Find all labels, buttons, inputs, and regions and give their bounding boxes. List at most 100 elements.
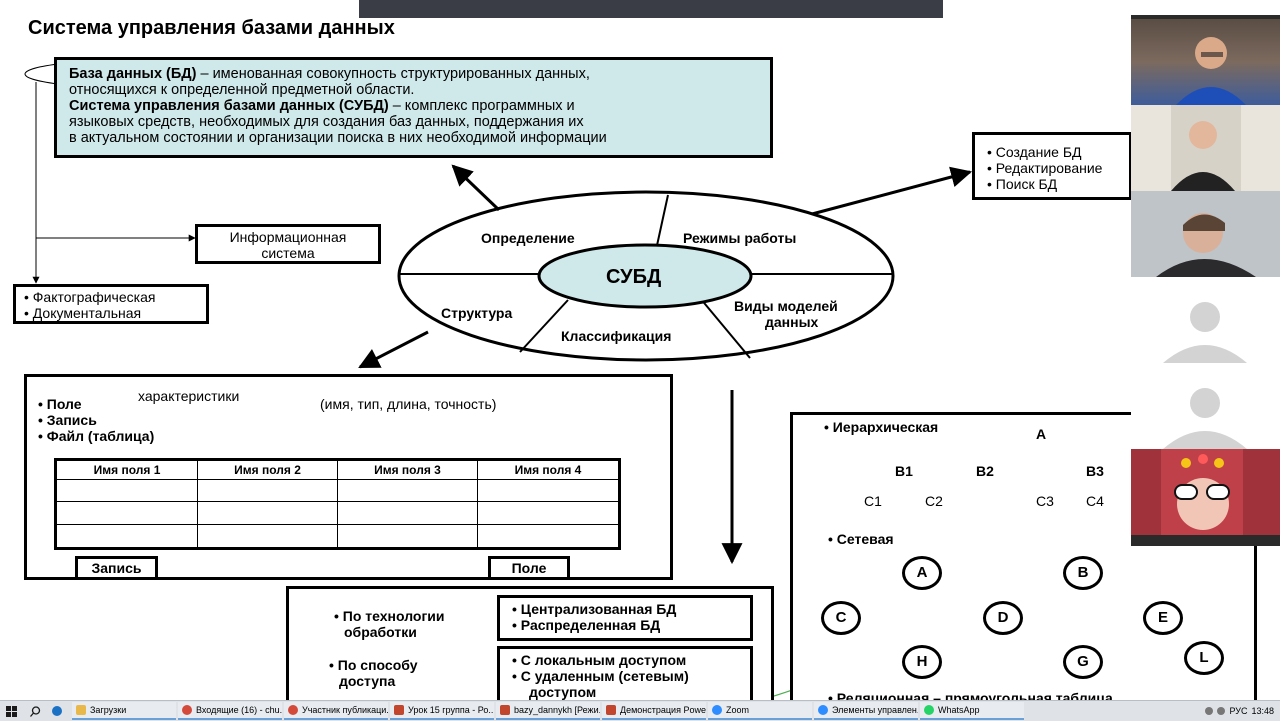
taskbar-app[interactable]: Загрузки	[72, 702, 176, 720]
participant-4-video[interactable]	[1131, 277, 1280, 363]
model-network: • Сетевая	[828, 531, 894, 547]
dbms-definition-1: – комплекс программных и	[388, 98, 575, 114]
taskbar-app-label: Демонстрация Powe...	[620, 705, 706, 715]
taskbar-app[interactable]: Элементы управлен...	[814, 702, 918, 720]
sector-structure: Структура	[441, 305, 513, 321]
volume-icon	[1217, 707, 1226, 715]
model-hierarchical: • Иерархическая	[824, 419, 939, 435]
avatar-icon	[1163, 302, 1247, 363]
network-node-h: H	[902, 645, 942, 679]
access-remote: • С удаленным (сетевым)	[512, 668, 689, 684]
info-type-factual: • Фактографическая	[24, 289, 156, 305]
clock[interactable]: 13:48	[1251, 706, 1274, 716]
participant-1-video[interactable]	[1131, 19, 1280, 105]
table-header-row: Имя поля 1 Имя поля 2 Имя поля 3 Имя пол…	[54, 459, 621, 480]
taskbar-app[interactable]: bazy_dannykh [Режи...	[496, 702, 600, 720]
field-label: Поле	[511, 560, 547, 576]
sector-classification: Классификация	[561, 328, 672, 344]
network-node-d: D	[983, 601, 1023, 635]
taskbar-app[interactable]: WhatsApp	[920, 702, 1024, 720]
info-system-line1: Информационная	[229, 229, 347, 245]
mode-edit: • Редактирование	[987, 160, 1103, 176]
table-row	[54, 524, 621, 549]
system-tray[interactable]: РУС 13:48	[1201, 702, 1278, 720]
info-types-box: • Фактографическая • Документальная	[13, 284, 209, 324]
start-button[interactable]	[0, 702, 22, 720]
info-system-line2: система	[261, 245, 315, 261]
sector-models-2: данных	[765, 314, 819, 330]
taskbar-app-label: bazy_dannykh [Режи...	[514, 705, 600, 715]
access-local: • С локальным доступом	[512, 652, 687, 668]
participant-5-video[interactable]	[1131, 363, 1280, 449]
powerpoint-icon	[500, 705, 510, 715]
taskbar-app[interactable]: Входящие (16) - chu...	[178, 702, 282, 720]
edge-icon	[52, 706, 62, 716]
network-node-a: A	[902, 556, 942, 590]
zoom-icon	[818, 705, 828, 715]
network-node-b: B	[1063, 556, 1103, 590]
info-system-box: Информационная система	[195, 224, 381, 264]
table-header-cell: Имя поля 4	[476, 459, 621, 480]
avatar-icon	[1163, 388, 1247, 449]
class-by-tech-2: обработки	[344, 624, 417, 640]
tree-node-c2: C2	[925, 493, 943, 509]
taskbar-app[interactable]: Демонстрация Powe...	[602, 702, 706, 720]
language-indicator[interactable]: РУС	[1229, 706, 1248, 716]
search-icon	[29, 705, 40, 717]
dbms-definition-2: языковых средств, необходимых для создан…	[69, 114, 584, 130]
record-label: Запись	[91, 560, 142, 576]
dbms-term: Система управления базами данных (СУБД)	[69, 98, 389, 114]
table-header-cell: Имя поля 2	[197, 459, 338, 480]
windows-taskbar: Загрузки Входящие (16) - chu... Участник…	[0, 700, 1280, 721]
db-definition-1: – именованная совокупность структурирова…	[196, 66, 590, 82]
sector-definition: Определение	[481, 230, 575, 246]
db-term: База данных (БД)	[69, 66, 197, 82]
mode-search: • Поиск БД	[987, 176, 1058, 192]
structure-record: • Запись	[38, 412, 97, 428]
whatsapp-icon	[924, 705, 934, 715]
network-node-g: G	[1063, 645, 1103, 679]
field-label-box: Поле	[488, 556, 570, 580]
info-type-documentary: • Документальная	[24, 305, 142, 321]
search-button[interactable]	[24, 702, 46, 720]
characteristics-label: характеристики	[138, 388, 240, 404]
person-icon	[1161, 449, 1243, 535]
taskbar-app[interactable]: Участник публикаци...	[284, 702, 388, 720]
characteristics-list: (имя, тип, длина, точность)	[320, 396, 497, 412]
powerpoint-icon	[394, 705, 404, 715]
taskbar-app-label: Урок 15 группа - Ро...	[408, 705, 494, 715]
class-by-tech-1: • По технологии	[334, 608, 445, 624]
fields-table: Имя поля 1 Имя поля 2 Имя поля 3 Имя пол…	[54, 458, 621, 550]
modes-box: • Создание БД • Редактирование • Поиск Б…	[972, 132, 1132, 200]
structure-field: • Поле	[38, 396, 82, 412]
taskbar-app-label: Участник публикаци...	[302, 705, 388, 715]
chrome-icon	[288, 705, 298, 715]
taskbar-app[interactable]: Zoom	[708, 702, 812, 720]
participant-6-video[interactable]	[1131, 449, 1280, 535]
taskbar-app-label: Элементы управлен...	[832, 705, 918, 715]
network-node-l: L	[1184, 641, 1224, 675]
edge-button[interactable]	[48, 702, 70, 720]
tree-node-b3: B3	[1086, 463, 1104, 479]
windows-icon	[5, 705, 17, 717]
zoom-share-toolbar[interactable]	[359, 0, 943, 18]
tree-node-b1: B1	[895, 463, 913, 479]
sector-modes: Режимы работы	[683, 230, 797, 246]
tech-centralized: • Централизованная БД	[512, 601, 677, 617]
table-header-cell: Имя поля 1	[54, 459, 199, 480]
class-by-access-1: • По способу	[329, 657, 418, 673]
participant-3-video[interactable]	[1131, 191, 1280, 277]
taskbar-app-label: WhatsApp	[938, 705, 980, 715]
participant-2-video[interactable]	[1131, 105, 1280, 191]
tree-node-c1: C1	[864, 493, 882, 509]
tree-node-c4: C4	[1086, 493, 1104, 509]
structure-file: • Файл (таблица)	[38, 428, 155, 444]
presentation-slide: Система управления базами данных База да…	[13, 17, 1257, 706]
access-options-box: • С локальным доступом • С удаленным (се…	[497, 646, 753, 704]
table-row	[54, 478, 621, 503]
definition-box: База данных (БД) – именованная совокупно…	[54, 57, 773, 158]
taskbar-app[interactable]: Урок 15 группа - Ро...	[390, 702, 494, 720]
db-definition-2: относящихся к определенной предметной об…	[69, 82, 415, 98]
taskbar-app-label: Zoom	[726, 705, 750, 715]
network-node-e: E	[1143, 601, 1183, 635]
